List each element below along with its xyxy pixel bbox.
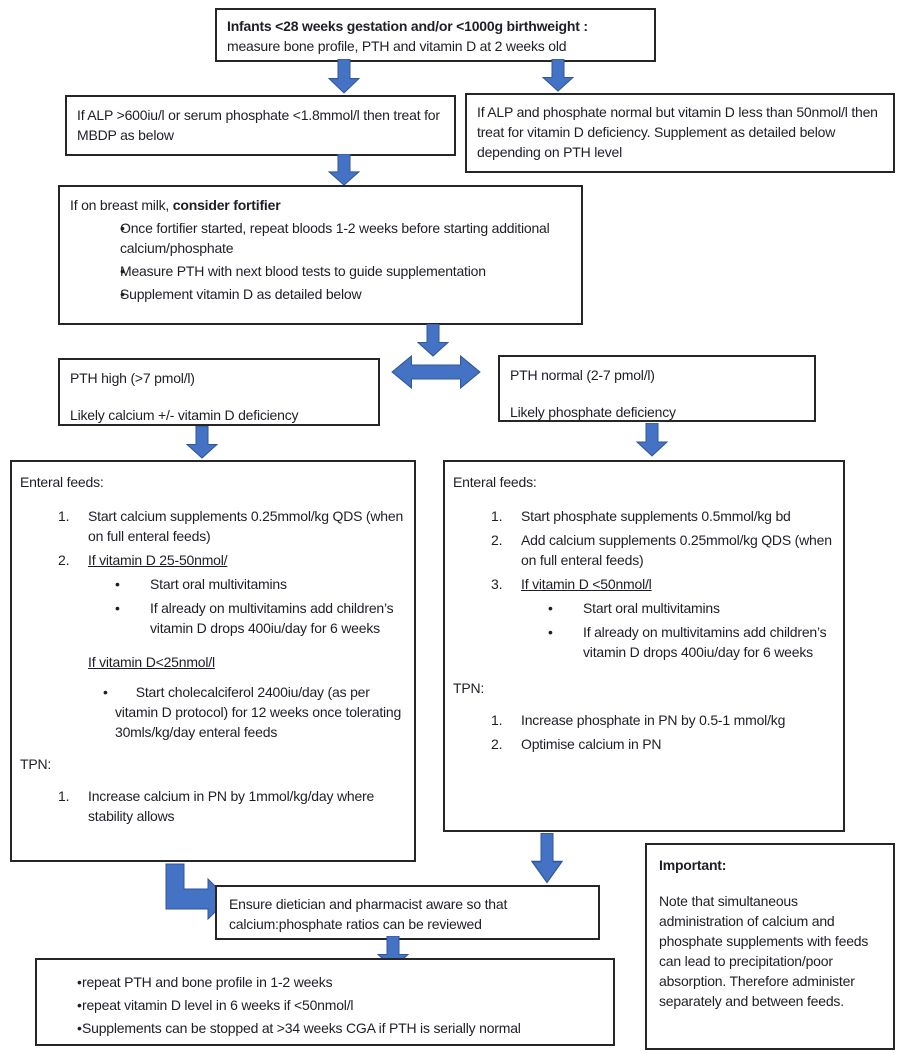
list-item: 1. Start phosphate supplements 0.5mmol/k… bbox=[453, 506, 835, 526]
list-number: 2. bbox=[58, 552, 70, 568]
vitamin-d-low-heading: If vitamin D<25nmol/l bbox=[88, 654, 215, 670]
pth-high-line1: PTH high (>7 pmol/l) bbox=[70, 370, 195, 386]
list-item: 1. Start calcium supplements 0.25mmol/kg… bbox=[20, 506, 406, 546]
bullet-icon: • bbox=[115, 600, 120, 616]
breastmilk-title-regular: If on breast milk, bbox=[70, 197, 173, 213]
bullet-icon: • bbox=[120, 220, 125, 236]
list-item: •Start cholecalciferol 2400iu/day (as pe… bbox=[103, 684, 402, 740]
enteral-heading: Enteral feeds: bbox=[20, 474, 104, 490]
list-item: • Start oral multivitamins bbox=[453, 598, 835, 618]
arrow-down-icon bbox=[531, 833, 563, 884]
list-number: 1. bbox=[58, 788, 70, 804]
bullet-icon: • bbox=[120, 263, 125, 279]
list-item: • Measure PTH with next blood tests to g… bbox=[70, 261, 571, 281]
followup-box: • repeat PTH and bone profile in 1-2 wee… bbox=[35, 958, 615, 1046]
arrow-down-icon bbox=[186, 426, 218, 459]
ensure-dietician-box: Ensure dietician and pharmacist aware so… bbox=[215, 885, 600, 940]
bullet-icon: • bbox=[115, 576, 120, 592]
alp-normal-box: If ALP and phosphate normal but vitamin … bbox=[465, 93, 895, 173]
arrow-down-icon bbox=[636, 423, 668, 457]
list-item: • Start oral multivitamins bbox=[20, 574, 406, 594]
pth-high-line2: Likely calcium +/- vitamin D deficiency bbox=[70, 407, 299, 423]
bullet-icon: • bbox=[120, 286, 125, 302]
arrow-down-icon bbox=[542, 59, 574, 92]
list-item: • If already on multivitamins add childr… bbox=[20, 598, 406, 638]
arrow-down-icon bbox=[417, 324, 449, 357]
pth-normal-box: PTH normal (2-7 pmol/l) Likely phosphate… bbox=[498, 355, 816, 422]
list-item: 3. If vitamin D <50nmol/l bbox=[453, 574, 835, 594]
arrow-double-horizontal-icon bbox=[391, 353, 481, 391]
enteral-calcium-box: Enteral feeds: 1. Start calcium suppleme… bbox=[10, 460, 416, 862]
arrow-down-icon bbox=[328, 59, 360, 94]
list-item: • repeat vitamin D level in 6 weeks if <… bbox=[47, 995, 603, 1015]
breastmilk-title: If on breast milk, consider fortifier bbox=[70, 195, 571, 215]
bullet-icon: • bbox=[77, 974, 82, 990]
list-number: 1. bbox=[58, 508, 70, 524]
bullet-icon: • bbox=[77, 1020, 82, 1036]
important-heading: Important: bbox=[659, 857, 727, 873]
list-number: 1. bbox=[491, 508, 503, 524]
list-item: 2. Add calcium supplements 0.25mmol/kg Q… bbox=[453, 530, 835, 570]
infants-criteria-box: Infants <28 weeks gestation and/or <1000… bbox=[215, 8, 656, 62]
pth-normal-line1: PTH normal (2-7 pmol/l) bbox=[510, 367, 655, 383]
bullet-icon: • bbox=[77, 997, 82, 1013]
arrow-down-icon bbox=[328, 154, 360, 186]
infants-criteria-line1: Infants <28 weeks gestation and/or <1000… bbox=[227, 18, 588, 34]
bullet-icon: • bbox=[103, 684, 108, 700]
list-number: 2. bbox=[491, 532, 503, 548]
alp-normal-text: If ALP and phosphate normal but vitamin … bbox=[477, 104, 878, 160]
important-note-box: Important: Note that simultaneous admini… bbox=[645, 843, 895, 1050]
list-number: 2. bbox=[491, 736, 503, 752]
list-item: • repeat PTH and bone profile in 1-2 wee… bbox=[47, 972, 603, 992]
list-item: 1. Increase calcium in PN by 1mmol/kg/da… bbox=[20, 786, 406, 826]
list-item: 1. Increase phosphate in PN by 0.5-1 mmo… bbox=[453, 710, 835, 730]
bullet-icon: • bbox=[548, 600, 553, 616]
list-item: 2. Optimise calcium in PN bbox=[453, 734, 835, 754]
list-number: 3. bbox=[491, 576, 503, 592]
enteral-phosphate-box: Enteral feeds: 1. Start phosphate supple… bbox=[443, 460, 845, 832]
pth-high-box: PTH high (>7 pmol/l) Likely calcium +/- … bbox=[58, 358, 380, 426]
alp-high-text: If ALP >600iu/l or serum phosphate <1.8m… bbox=[77, 107, 440, 143]
infants-criteria-line2: measure bone profile, PTH and vitamin D … bbox=[227, 38, 567, 54]
alp-high-box: If ALP >600iu/l or serum phosphate <1.8m… bbox=[65, 95, 456, 156]
list-number: 1. bbox=[491, 712, 503, 728]
list-item: 2. If vitamin D 25-50nmol/ bbox=[20, 550, 406, 570]
tpn-heading: TPN: bbox=[20, 756, 52, 772]
list-item: • Once fortifier started, repeat bloods … bbox=[70, 218, 571, 258]
pth-normal-line2: Likely phosphate deficiency bbox=[510, 404, 676, 420]
enteral-heading: Enteral feeds: bbox=[453, 474, 537, 490]
ensure-dietician-text: Ensure dietician and pharmacist aware so… bbox=[229, 896, 508, 932]
breastmilk-box: If on breast milk, consider fortifier • … bbox=[58, 185, 583, 325]
list-item: • Supplement vitamin D as detailed below bbox=[70, 284, 571, 304]
bullet-icon: • bbox=[548, 624, 553, 640]
important-text: Note that simultaneous administration of… bbox=[659, 893, 869, 1009]
list-item: • Supplements can be stopped at >34 week… bbox=[47, 1018, 603, 1038]
tpn-heading: TPN: bbox=[453, 680, 485, 696]
breastmilk-title-bold: consider fortifier bbox=[172, 197, 281, 213]
list-item: • If already on multivitamins add childr… bbox=[453, 622, 835, 662]
